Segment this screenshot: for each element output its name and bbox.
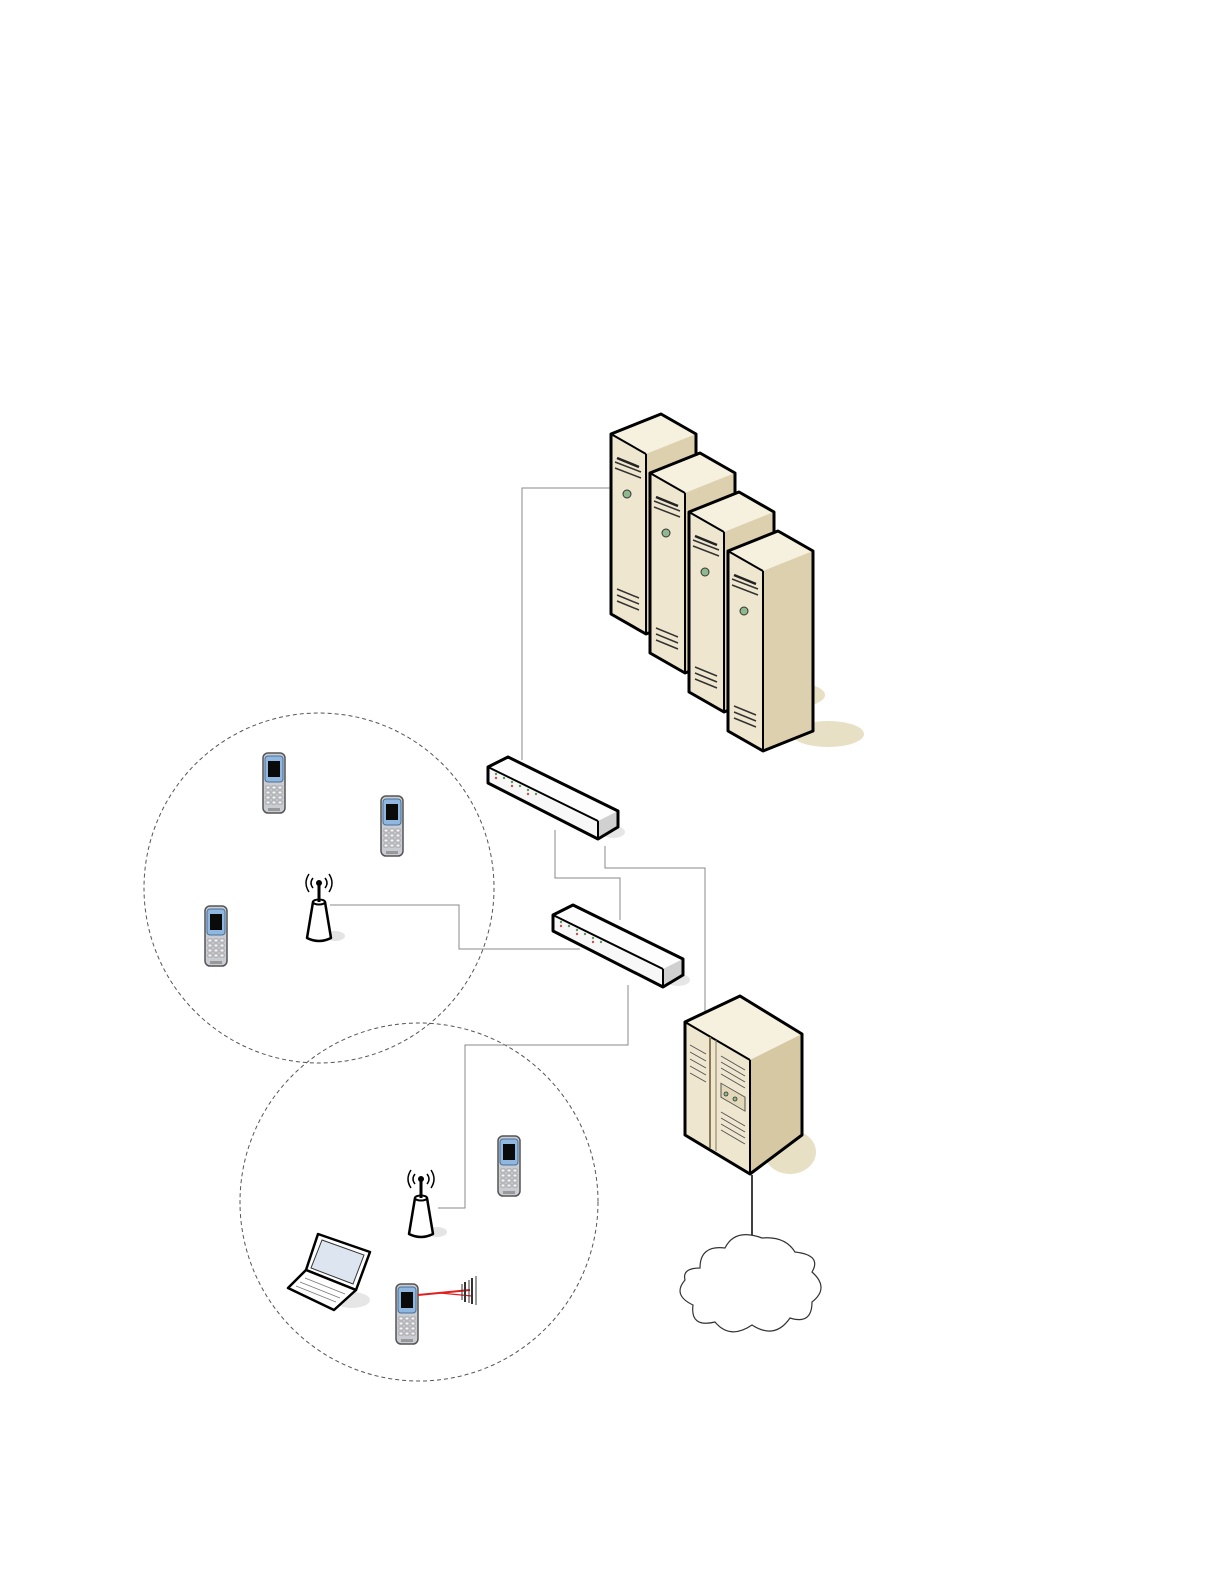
server-4-icon xyxy=(728,531,864,751)
handset-1-icon xyxy=(263,753,285,813)
link-servers-switch1 xyxy=(522,488,612,760)
laptop-icon xyxy=(288,1234,370,1310)
barcode-icon xyxy=(462,1276,476,1305)
handset-4-icon xyxy=(498,1136,520,1196)
link-switch1-switch2 xyxy=(555,830,620,920)
link-ap1-switch2 xyxy=(330,905,580,949)
switch-1-icon xyxy=(488,757,625,839)
switch-2-icon xyxy=(553,905,690,987)
internet-cloud-icon xyxy=(680,1235,821,1332)
handset-2-icon xyxy=(381,796,403,856)
handset-3-icon xyxy=(205,906,227,966)
gateway-server-icon xyxy=(685,996,816,1174)
handset-scanner-icon xyxy=(396,1284,418,1344)
link-switch2-ap2 xyxy=(438,985,628,1208)
access-point-1-icon xyxy=(306,874,345,941)
access-point-2-icon xyxy=(408,1170,447,1237)
